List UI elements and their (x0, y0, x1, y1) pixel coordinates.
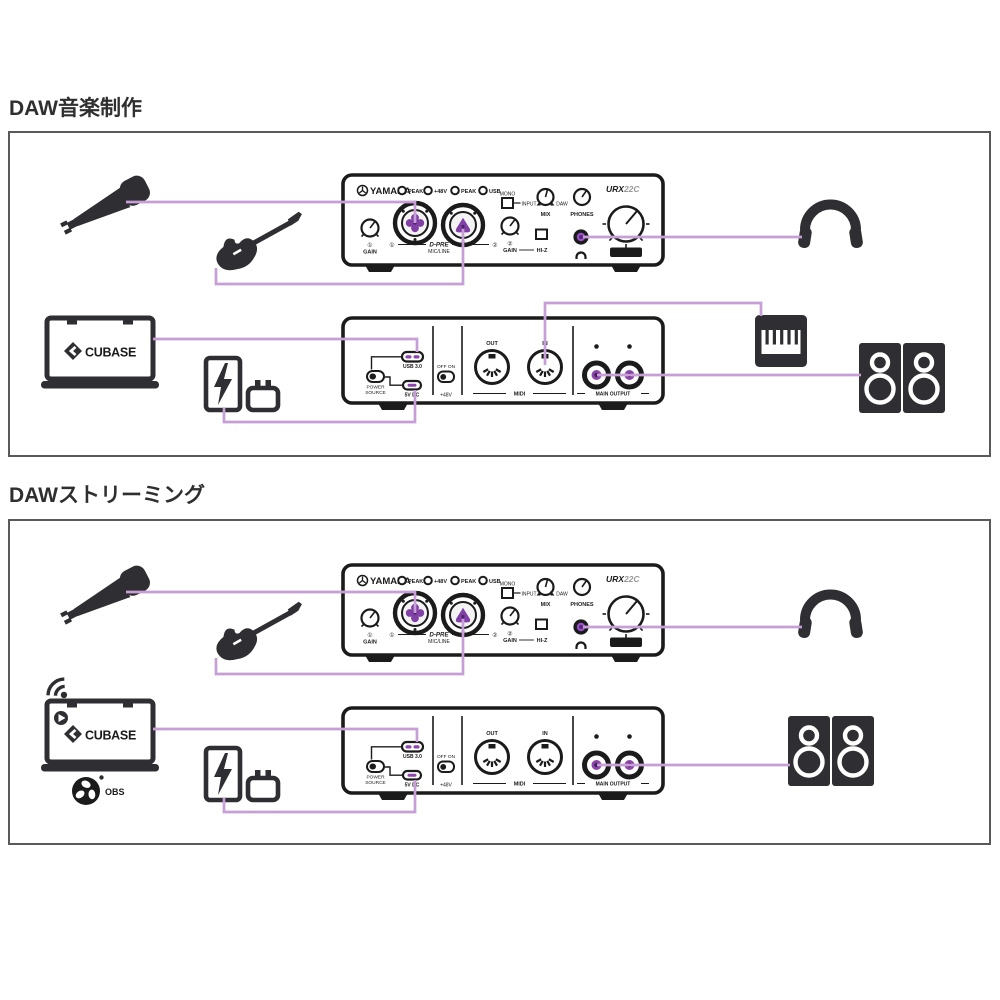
cable-laptop-to-usb (153, 727, 419, 742)
wifi-icon (46, 677, 68, 699)
section-daw-music (41, 172, 945, 424)
obs-logo: OBS (72, 775, 125, 805)
audio-interface-front-panel (343, 565, 663, 662)
video-play-icon (54, 711, 68, 725)
microphone-icon (56, 172, 154, 240)
power-bank-icon (206, 358, 240, 410)
guitar-icon (210, 597, 313, 667)
guitar-icon (210, 207, 313, 277)
cable-guitar-to-input2 (214, 229, 465, 286)
connection-cables (126, 590, 802, 814)
cable-mic-to-input1 (126, 590, 417, 613)
cable-laptop-to-usb (153, 337, 419, 352)
section-daw-streaming: OBS (41, 562, 874, 814)
section-title-daw-music: DAW音楽制作 (9, 97, 142, 120)
headphones-icon (797, 595, 863, 639)
connection-cables (126, 200, 861, 424)
audio-interface-rear-panel (343, 318, 663, 410)
svg-text:OBS: OBS (105, 787, 125, 797)
section-title-daw-streaming: DAWストリーミング (9, 484, 205, 507)
usb-power-adapter-icon (248, 770, 278, 800)
cubase-laptop (41, 318, 159, 389)
cable-powerbank-to-dc (222, 780, 417, 814)
headphones-icon (797, 205, 863, 249)
cable-powerbank-to-dc (222, 390, 417, 424)
usb-power-adapter-icon (248, 380, 278, 410)
power-bank-icon (206, 748, 240, 800)
midi-keyboard-icon (755, 315, 807, 367)
microphone-icon (56, 562, 154, 630)
cable-guitar-to-input2 (214, 619, 465, 676)
audio-interface-rear-panel (343, 708, 663, 800)
speaker-left (859, 343, 901, 413)
cable-midi-in-to-keyboard (543, 301, 763, 365)
speaker-left (788, 716, 830, 786)
speaker-right (832, 716, 874, 786)
cable-mic-to-input1 (126, 200, 417, 223)
audio-interface-front-panel (343, 175, 663, 272)
speaker-right (903, 343, 945, 413)
